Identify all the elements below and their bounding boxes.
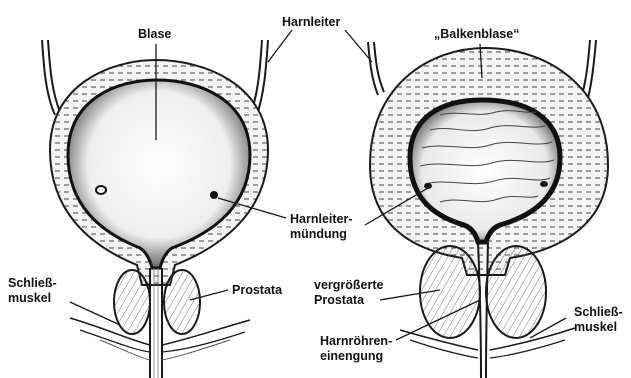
label-schliessmuskel-left: Schließ- muskel — [8, 276, 57, 306]
leader-harnleiter-a — [268, 30, 292, 62]
leader-schliess-left — [70, 302, 120, 325]
label-vergroesserte-prostata-line-2: Prostata — [314, 293, 383, 308]
label-vergroesserte-prostata-line-1: vergrößerte — [314, 278, 383, 293]
label-prostata: Prostata — [232, 283, 282, 298]
label-harnleitermuendung: Harnleiter- mündung — [290, 212, 353, 242]
prostate-left-lobe-b — [164, 270, 200, 334]
label-harnleiter: Harnleiter — [282, 15, 340, 30]
label-schliessmuskel-right-line-1: Schließ- — [574, 305, 623, 320]
label-harnleitermuendung-line-2: mündung — [290, 227, 353, 242]
label-schliessmuskel-right: Schließ- muskel — [574, 305, 623, 335]
label-harnroehreneinengung-line-2: einengung — [320, 349, 392, 364]
ureter-right-c — [582, 40, 590, 95]
ureter-orifice-left-1 — [96, 186, 106, 194]
label-harnroehreneinengung: Harnröhren- einengung — [320, 334, 392, 364]
label-balkenblase: „Balkenblase“ — [434, 27, 519, 42]
label-harnroehreneinengung-line-1: Harnröhren- — [320, 334, 392, 349]
normal-bladder — [42, 40, 268, 378]
ureter-orifice-left-2 — [210, 191, 218, 199]
prostate-right-lobe-b — [486, 246, 546, 338]
ureter-right-b — [374, 42, 384, 92]
label-harnleitermuendung-line-1: Harnleiter- — [290, 212, 353, 227]
label-schliessmuskel-left-line-2: muskel — [8, 291, 57, 306]
trabeculated-bladder — [368, 40, 608, 378]
label-vergroesserte-prostata: vergrößerte Prostata — [314, 278, 383, 308]
label-blase: Blase — [138, 27, 171, 42]
sphincter-right — [400, 328, 575, 350]
label-schliessmuskel-right-line-2: muskel — [574, 320, 623, 335]
ureter-orifice-right-2 — [540, 181, 548, 187]
label-schliessmuskel-left-line-1: Schließ- — [8, 276, 57, 291]
sphincter-left — [70, 318, 250, 345]
